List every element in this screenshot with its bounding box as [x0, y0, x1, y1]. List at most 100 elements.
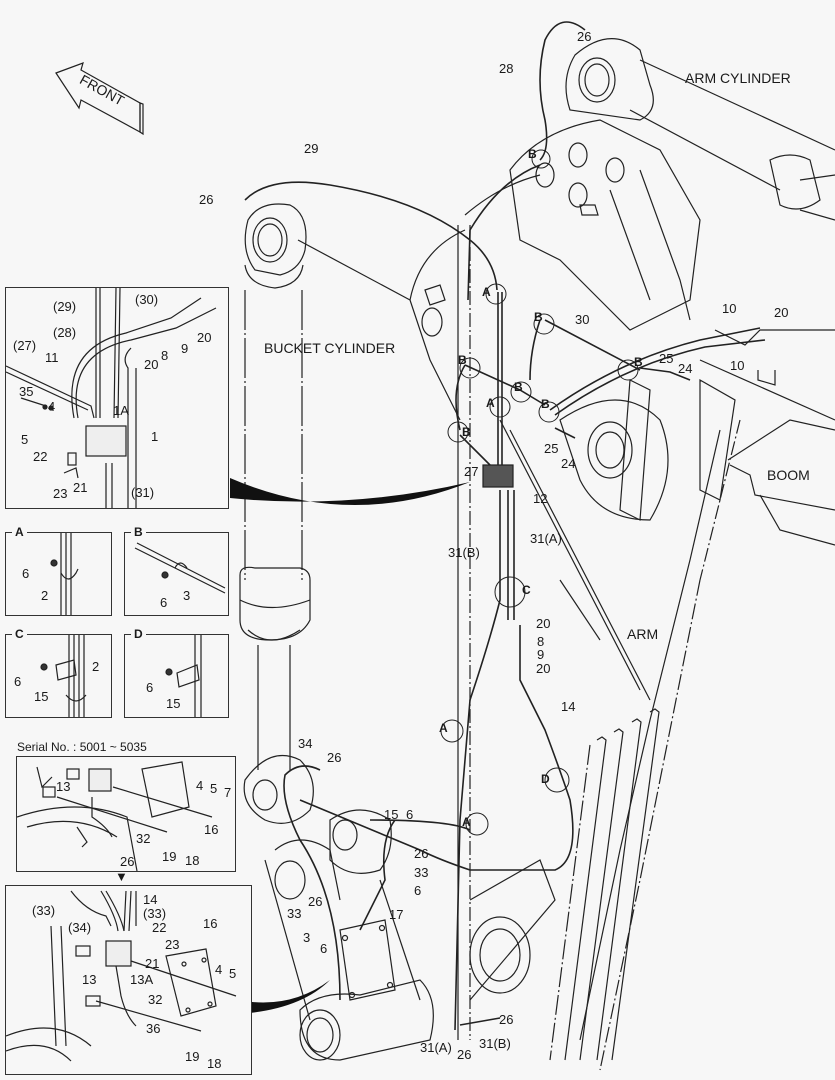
lower-part-callout: 32 [148, 992, 163, 1007]
arm-label: ARM [627, 626, 659, 642]
part-callout: 25 [659, 351, 674, 366]
distributor-block [482, 464, 514, 488]
detail-part-callout: 6 [146, 680, 154, 695]
lower-part-callout: (34) [68, 920, 92, 935]
serial-number-note: Serial No. : 5001 ~ 5035 [17, 740, 147, 754]
part-callout: 31(B) [479, 1036, 511, 1051]
arm-bottom-boss [469, 859, 556, 1001]
inset-part-callout: (31) [131, 485, 155, 500]
part-callout: 26 [414, 846, 429, 861]
lower-part-callout: 18 [207, 1056, 222, 1071]
part-callout: B [534, 310, 543, 324]
detail-part-callout: 15 [34, 689, 49, 704]
part-callout: 31(A) [420, 1040, 452, 1055]
part-callout: 15 [384, 807, 399, 822]
serial-part-callout: 13 [56, 779, 71, 794]
lower-part-callout: 22 [152, 920, 167, 935]
inset-lower-detail [5, 885, 252, 1075]
serial-part-callout: 18 [185, 853, 200, 868]
part-callout: 14 [561, 699, 576, 714]
part-callout: 26 [577, 29, 592, 44]
inset-part-callout: 8 [161, 348, 169, 363]
lower-part-callout: 21 [145, 956, 160, 971]
arm-cylinder-label: ARM CYLINDER [685, 70, 791, 86]
arm-bracket-shape [509, 119, 701, 331]
inset-distributor-drawing [6, 288, 217, 508]
part-callout: 31(B) [448, 545, 480, 560]
front-arrow-icon [55, 62, 144, 136]
part-callout: 26 [327, 750, 342, 765]
lower-inset-drawing [5, 890, 237, 1062]
part-callout: 27 [464, 464, 479, 479]
part-callout: C [522, 583, 531, 597]
inset-part-callout: (30) [135, 292, 159, 307]
serial-part-callout: 5 [210, 781, 218, 796]
inset-part-callout: 23 [53, 486, 68, 501]
clamp-a-drawing [50, 533, 79, 615]
part-callout: 26 [199, 192, 214, 207]
detail-view-a-tag: A [12, 525, 27, 539]
arm-body-shape [409, 174, 741, 1071]
detail-view-d-tag: D [131, 627, 146, 641]
detail-view-b-tag: B [131, 525, 146, 539]
serial-part-callout: 26 [120, 854, 135, 869]
part-callout: 20 [774, 305, 789, 320]
inset-part-callout: 20 [144, 357, 159, 372]
boom-shape [699, 329, 835, 546]
arm-ribs-shape [549, 708, 660, 1061]
part-callout: 9 [537, 647, 545, 662]
part-callout: B [514, 380, 523, 394]
detail-part-callout: 15 [166, 696, 181, 711]
part-callout: 10 [730, 358, 745, 373]
lower-part-callout: (33) [143, 906, 167, 921]
part-callout: B [458, 353, 467, 367]
detail-view-c: C [5, 627, 112, 718]
part-callout: 3 [303, 930, 311, 945]
part-callout: A [439, 721, 448, 735]
part-callout: B [528, 147, 537, 161]
inset-part-callout: (27) [13, 338, 37, 353]
part-callout: 6 [406, 807, 414, 822]
detail-view-a: A [5, 525, 112, 616]
arrow-down-icon: ▼ [115, 869, 128, 884]
part-callout: A [462, 815, 471, 829]
part-callout: A [482, 285, 491, 299]
swoosh-connector-1 [230, 478, 470, 506]
serial-part-callout: 16 [204, 822, 219, 837]
part-callout: 8 [537, 634, 545, 649]
part-callout: 34 [298, 736, 313, 751]
clamp-b-drawing [134, 542, 226, 594]
part-callout: B [541, 397, 550, 411]
part-callout: 6 [414, 883, 422, 898]
inset-part-callout: 1 [151, 429, 159, 444]
clamp-c-drawing [40, 635, 87, 717]
inset-part-callout: 21 [73, 480, 88, 495]
lower-part-callout: 5 [229, 966, 237, 981]
inset-part-callout: (29) [53, 299, 77, 314]
boom-label: BOOM [767, 467, 810, 483]
lower-part-callout: 16 [203, 916, 218, 931]
serial-part-callout: 19 [162, 849, 177, 864]
part-callout: B [634, 355, 643, 369]
part-callout: 26 [308, 894, 323, 909]
part-callout: 17 [389, 907, 404, 922]
part-callout: 24 [678, 361, 693, 376]
clamp-callout-circles [440, 149, 639, 836]
lower-part-callout: 19 [185, 1049, 200, 1064]
linkage-shape [243, 754, 434, 1061]
part-callout: 26 [457, 1047, 472, 1062]
lower-part-callout: 13A [130, 972, 154, 987]
detail-part-callout: 6 [160, 595, 168, 610]
inset-part-callout: 20 [197, 330, 212, 345]
inset-part-callout: 35 [19, 384, 34, 399]
part-callout: 20 [536, 616, 551, 631]
detail-view-b: B [124, 525, 229, 616]
inset-part-callout: 4 [48, 399, 56, 414]
swoosh-connector-2 [238, 980, 330, 1014]
detail-part-callout: 2 [92, 659, 100, 674]
part-callout: 31(A) [530, 531, 562, 546]
part-callout: 33 [287, 906, 302, 921]
inset-part-callout: 22 [33, 449, 48, 464]
